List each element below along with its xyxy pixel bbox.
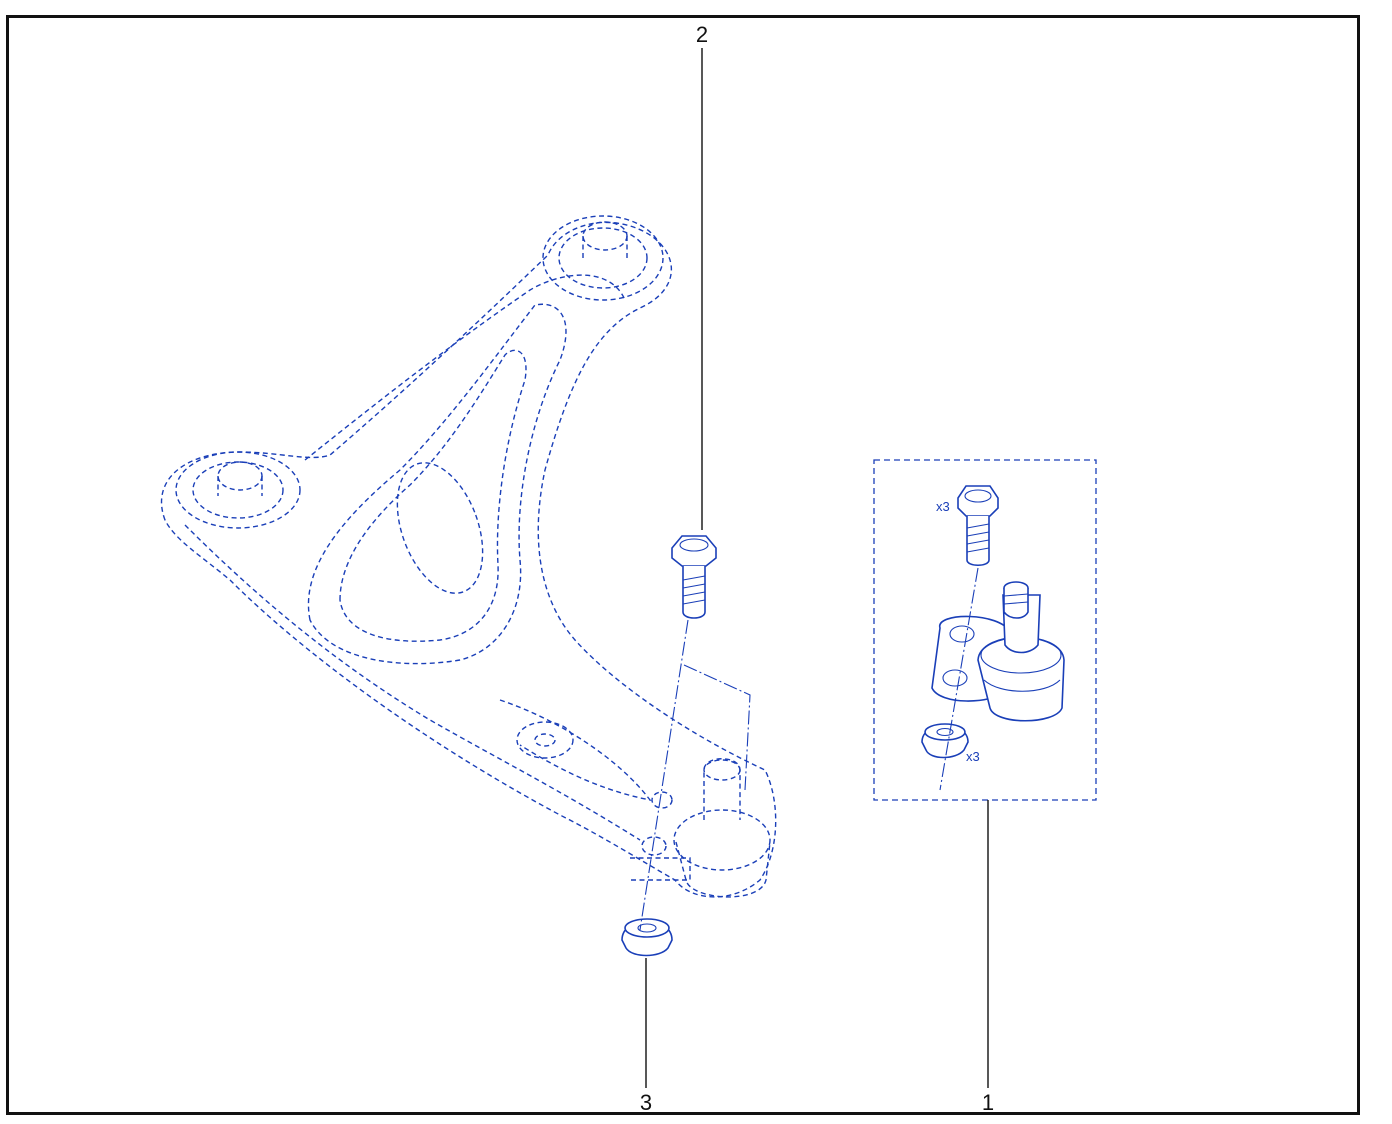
- bolt-part-2: [671, 535, 717, 619]
- callout-3-label: 3: [639, 1090, 653, 1115]
- kit-bolt-quantity: x3: [936, 499, 950, 514]
- kit-nut-quantity: x3: [966, 749, 980, 764]
- callout-1-label: 1: [981, 1090, 995, 1115]
- leader-lines: [645, 48, 989, 1088]
- assembly-centerlines: [639, 619, 751, 931]
- ball-joint-kit-part-1: [873, 459, 1097, 801]
- callout-2-label: 2: [695, 22, 709, 47]
- lower-control-arm-outline: [160, 215, 777, 898]
- nut-part-3: [621, 918, 673, 957]
- kit-boundary-box: [873, 459, 1097, 801]
